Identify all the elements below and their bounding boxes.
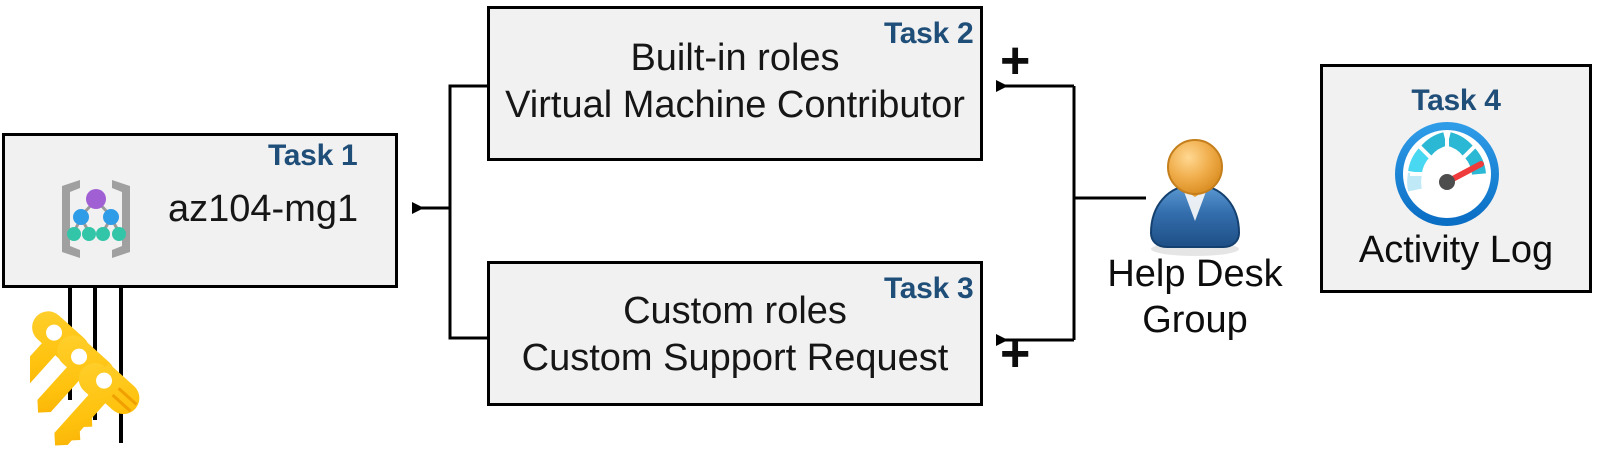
task1-text: az104-mg1 <box>168 188 359 230</box>
actor-label-line1: Help Desk <box>1107 253 1283 295</box>
task2-line2: Virtual Machine Contributor <box>505 84 965 126</box>
user-group-icon <box>1149 139 1241 256</box>
task2-label: Task 2 <box>884 17 974 50</box>
plus-operator-bottom: + <box>1000 325 1031 383</box>
management-group-icon <box>62 180 130 258</box>
task2-box[interactable] <box>487 6 983 161</box>
activity-log-gauge-icon <box>1395 122 1499 226</box>
task2-line1: Built-in roles <box>630 37 840 79</box>
task4-text: Activity Log <box>1358 229 1554 271</box>
task3-label: Task 3 <box>884 272 974 305</box>
task1-label: Task 1 <box>268 139 358 172</box>
task3-box[interactable] <box>487 261 983 406</box>
task1-box[interactable] <box>2 133 398 288</box>
task3-line1: Custom roles <box>623 290 847 332</box>
actor-label-line2: Group <box>1142 299 1248 341</box>
connector-roles-to-management-group <box>412 84 487 340</box>
keys-icon <box>30 311 140 446</box>
plus-operator-top: + <box>1000 32 1031 90</box>
task4-label: Task 4 <box>1411 84 1501 117</box>
task3-line2: Custom Support Request <box>521 337 949 379</box>
